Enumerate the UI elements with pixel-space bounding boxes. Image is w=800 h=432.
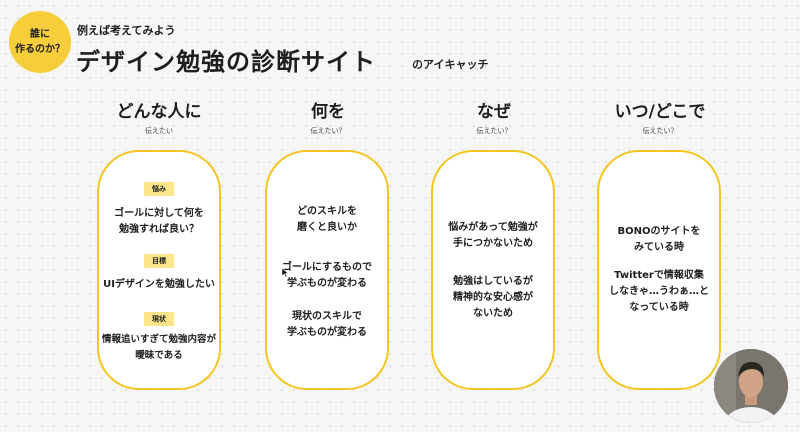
- column-when: いつ/どこで 伝えたい？: [575, 100, 745, 136]
- presenter-webcam: [714, 349, 788, 423]
- page-title: デザイン勉強の診断サイト: [76, 48, 376, 76]
- badge-line2: 作るのか？: [15, 44, 65, 55]
- tag-worry: 悩み: [144, 182, 174, 196]
- card-text: 現状のスキルで 学ぶものが変わる: [287, 311, 367, 338]
- card-text: 悩みがあって勉強が 手につかないため: [448, 222, 538, 249]
- card-text: ゴールにするもので 学ぶものが変わる: [281, 262, 373, 289]
- card-text: Twitterで情報収集 しなきゃ…うわぁ…と なっている時: [609, 270, 709, 313]
- card-text: ゴールに対して何を 勉強すれば良い？: [114, 208, 204, 235]
- tag-goal: 目標: [144, 254, 174, 268]
- card-what: どのスキルを 磨くと良いか ゴールにするもので 学ぶものが変わる 現状のスキルで…: [265, 150, 389, 390]
- card-text: どのスキルを 磨くと良いか: [297, 206, 357, 233]
- column-subheading: 伝えたい？: [476, 127, 512, 135]
- person-avatar-icon: [714, 349, 788, 423]
- card-who: 悩み ゴールに対して何を 勉強すれば良い？ 目標 UIデザインを勉強したい 現状…: [97, 150, 221, 390]
- column-why: なぜ 伝えたい？: [409, 100, 579, 136]
- card-text: 情報追いすぎて勉強内容が 曖昧である: [101, 334, 216, 361]
- card-when: BONOのサイトを みている時 Twitterで情報収集 しなきゃ…うわぁ…と …: [597, 150, 721, 390]
- badge-line1: 誰に: [30, 29, 50, 40]
- column-heading: なぜ: [477, 102, 511, 122]
- title-suffix: のアイキャッチ: [412, 58, 489, 71]
- column-heading: いつ/どこで: [614, 102, 706, 122]
- column-subheading: 伝えたい？: [642, 127, 678, 135]
- mouse-cursor-icon: [282, 268, 290, 278]
- tag-current: 現状: [144, 312, 174, 326]
- question-badge: 誰に 作るのか？: [9, 11, 71, 73]
- column-subheading: 伝えたい？: [310, 127, 346, 135]
- column-who: どんな人に 伝えたい: [74, 100, 244, 136]
- column-heading: どんな人に: [116, 102, 202, 122]
- card-text: UIデザインを勉強したい: [103, 279, 215, 290]
- column-heading: 何を: [311, 102, 345, 122]
- column-what: 何を 伝えたい？: [243, 100, 413, 136]
- card-text: BONOのサイトを みている時: [617, 226, 701, 253]
- card-text: 勉強はしているが 精神的な安心感が ないため: [453, 276, 533, 319]
- column-subheading: 伝えたい: [145, 127, 173, 135]
- header-subtitle: 例えば考えてみよう: [77, 24, 176, 37]
- card-why: 悩みがあって勉強が 手につかないため 勉強はしているが 精神的な安心感が ないた…: [431, 150, 555, 390]
